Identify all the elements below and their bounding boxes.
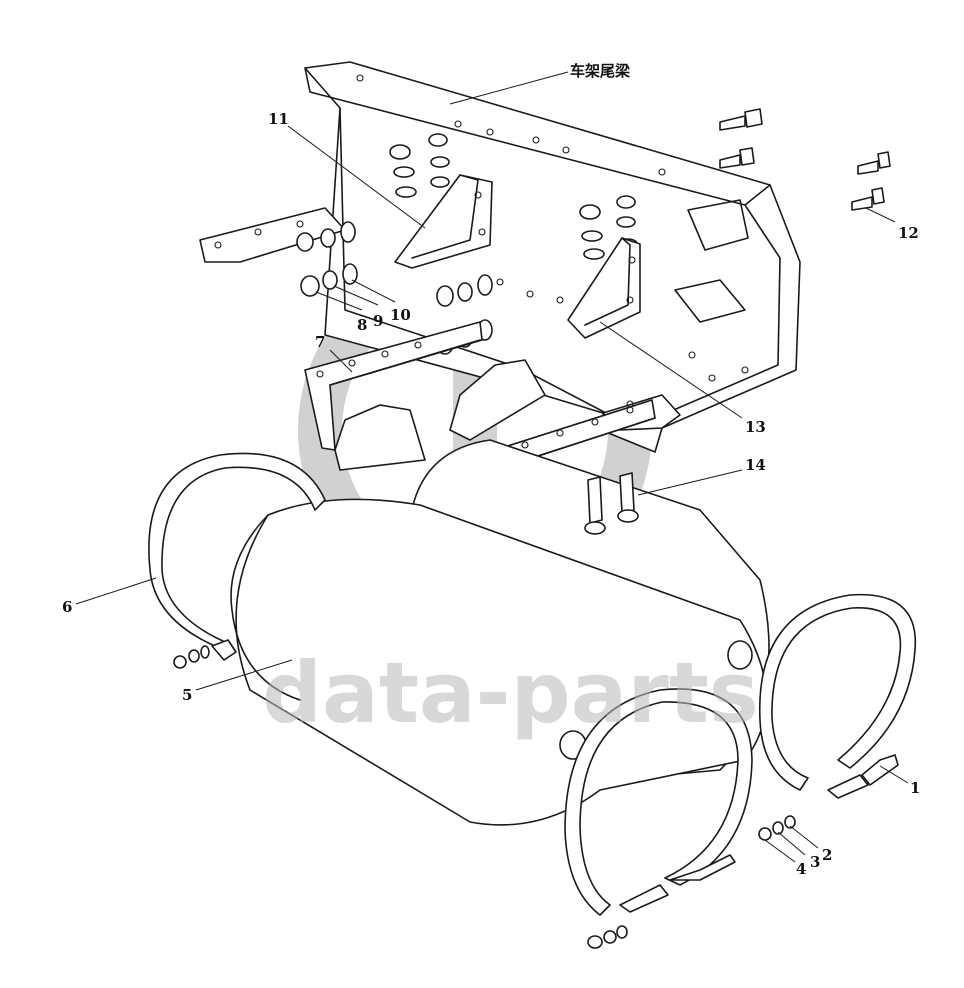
bracket-right (567, 237, 641, 339)
label-2: 2 (822, 846, 832, 864)
label-1: 1 (910, 779, 920, 797)
label-9: 9 (373, 312, 383, 330)
strap-6-nuts (173, 645, 210, 669)
leader-lines (75, 71, 909, 863)
strap-front (564, 688, 753, 916)
callout-labels: 车架尾梁 11 12 8 9 10 7 13 14 6 5 1 2 3 4 (62, 62, 920, 878)
strap-6 (148, 452, 326, 661)
label-5: 5 (182, 686, 192, 704)
label-8: 8 (357, 316, 367, 334)
beam-holes (214, 74, 749, 408)
tank-bolts-14 (584, 472, 639, 535)
bracket-left (394, 174, 493, 269)
strap-1-nuts (758, 815, 796, 841)
label-10: 10 (390, 306, 411, 324)
tank-support-front (304, 321, 483, 471)
strap-front-nuts (587, 925, 628, 949)
label-frame-rear-beam: 车架尾梁 (570, 62, 631, 80)
bolts-12 (719, 108, 891, 211)
strap-1 (758, 593, 917, 799)
label-13: 13 (745, 418, 766, 436)
label-4: 4 (796, 860, 806, 878)
label-12: 12 (898, 224, 919, 242)
beam-cutout-upper (674, 199, 749, 323)
watermark-text: data-parts (262, 644, 759, 742)
label-6: 6 (62, 598, 72, 616)
label-7: 7 (315, 333, 325, 351)
label-11: 11 (268, 110, 289, 128)
label-3: 3 (810, 853, 820, 871)
label-14: 14 (745, 456, 766, 474)
